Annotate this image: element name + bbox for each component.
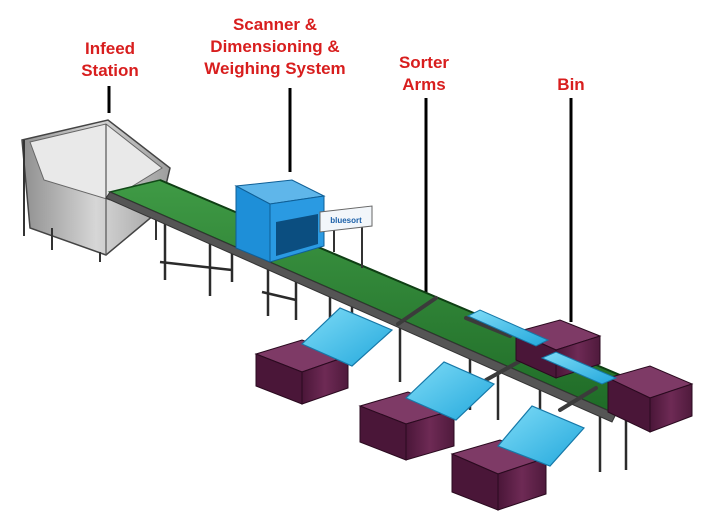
chute-center bbox=[404, 361, 496, 421]
chute-left bbox=[300, 307, 394, 367]
conveyor-belt bbox=[105, 179, 662, 423]
bin-left bbox=[254, 339, 350, 405]
sorter-arms-label: Sorter Arms bbox=[398, 53, 450, 94]
scanner-system-label: Scanner & Dimensioning & Weighing System bbox=[204, 15, 346, 78]
bin-right bbox=[606, 365, 694, 433]
machine-sign-text: bluesort bbox=[330, 216, 362, 225]
bin-front bbox=[450, 439, 548, 511]
bin-center bbox=[358, 391, 456, 461]
machine-sign bbox=[319, 205, 373, 268]
infeed-station bbox=[21, 119, 171, 262]
scanner-tunnel bbox=[234, 179, 326, 263]
infeed-station-label: Infeed Station bbox=[81, 39, 139, 80]
bin-label: Bin bbox=[557, 75, 585, 94]
chute-front bbox=[496, 405, 586, 467]
chute-far-right bbox=[466, 309, 618, 385]
